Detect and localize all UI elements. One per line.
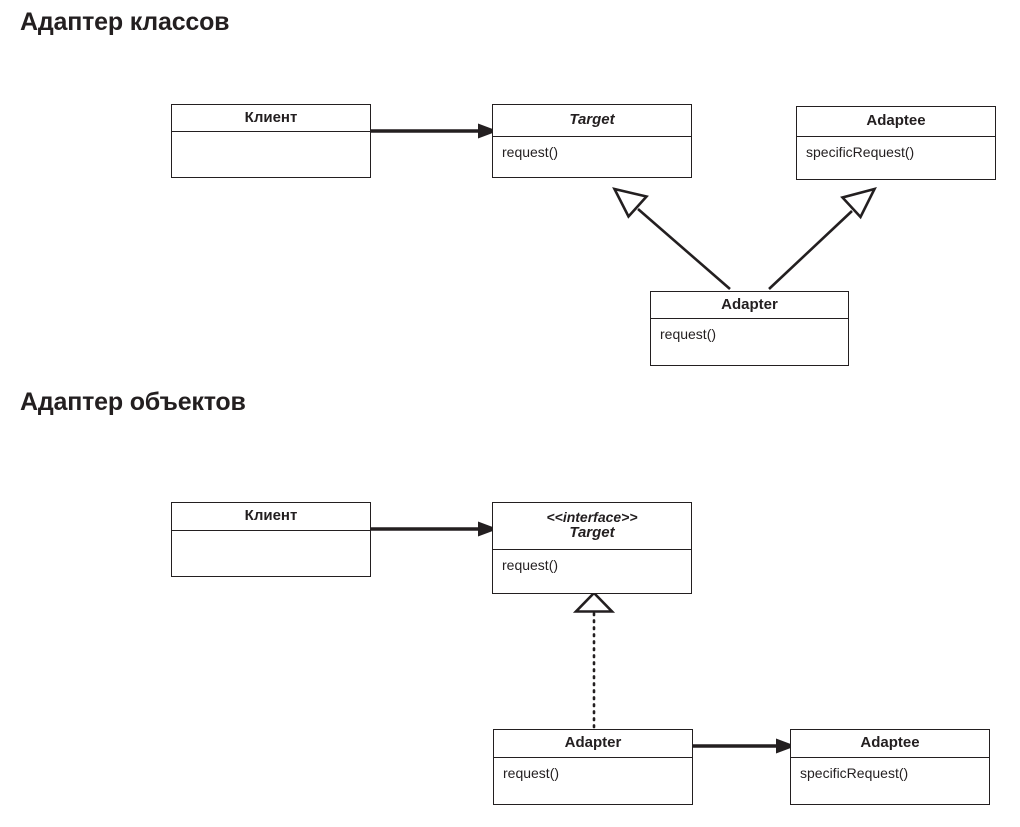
class-box-members: request() — [493, 137, 691, 179]
member-operation: specificRequest() — [806, 144, 915, 160]
class-box-members — [172, 132, 370, 179]
interface-box-members: request() — [493, 550, 691, 595]
member-operation: request() — [502, 144, 559, 160]
stereotype-label: <<interface>> — [546, 508, 638, 525]
class-name: Adaptee — [860, 734, 920, 752]
class-box-client-classes[interactable]: Клиент — [171, 104, 371, 178]
association-client-target-classes — [371, 123, 498, 139]
member-operation: request() — [660, 326, 717, 342]
class-name: Клиент — [244, 507, 298, 525]
class-box-members: request() — [494, 758, 692, 806]
class-box-header: Adaptee — [791, 730, 989, 758]
class-box-header: Adaptee — [797, 107, 995, 137]
class-name: Target — [569, 111, 615, 129]
class-box-adaptee-objects[interactable]: Adaptee specificRequest() — [790, 729, 990, 805]
member-operation: request() — [502, 557, 559, 573]
class-name: Adapter — [564, 734, 622, 752]
generalization-adapter-adaptee — [768, 187, 877, 290]
class-box-members: request() — [651, 319, 848, 367]
member-operation: specificRequest() — [800, 765, 909, 781]
association-adapter-adaptee — [693, 738, 796, 754]
class-box-client-objects[interactable]: Клиент — [171, 502, 371, 577]
interface-box-header: <<interface>> Target — [493, 503, 691, 550]
class-box-header: Клиент — [172, 503, 370, 531]
class-box-members — [172, 531, 370, 578]
class-box-adapter-objects[interactable]: Adapter request() — [493, 729, 693, 805]
class-box-adapter-classes[interactable]: Adapter request() — [650, 291, 849, 366]
class-box-header: Adapter — [494, 730, 692, 758]
class-box-header: Клиент — [172, 105, 370, 132]
section-title-class-adapter: Адаптер классов — [20, 8, 230, 36]
class-box-target-classes[interactable]: Target request() — [492, 104, 692, 178]
class-name: Adaptee — [866, 112, 926, 130]
class-box-adaptee-classes[interactable]: Adaptee specificRequest() — [796, 106, 996, 180]
generalization-adapter-target — [612, 187, 731, 290]
class-name: Target — [569, 524, 615, 542]
realization-adapter-target — [572, 591, 616, 729]
member-operation: request() — [503, 765, 560, 781]
class-box-header: Adapter — [651, 292, 848, 319]
class-name: Клиент — [244, 108, 298, 126]
class-name: Adapter — [721, 295, 778, 313]
section-title-object-adapter: Адаптер объектов — [20, 388, 246, 416]
interface-box-target-objects[interactable]: <<interface>> Target request() — [492, 502, 692, 594]
class-box-header: Target — [493, 105, 691, 137]
class-box-members: specificRequest() — [797, 137, 995, 181]
association-client-target-objects — [371, 521, 498, 537]
class-box-members: specificRequest() — [791, 758, 989, 806]
